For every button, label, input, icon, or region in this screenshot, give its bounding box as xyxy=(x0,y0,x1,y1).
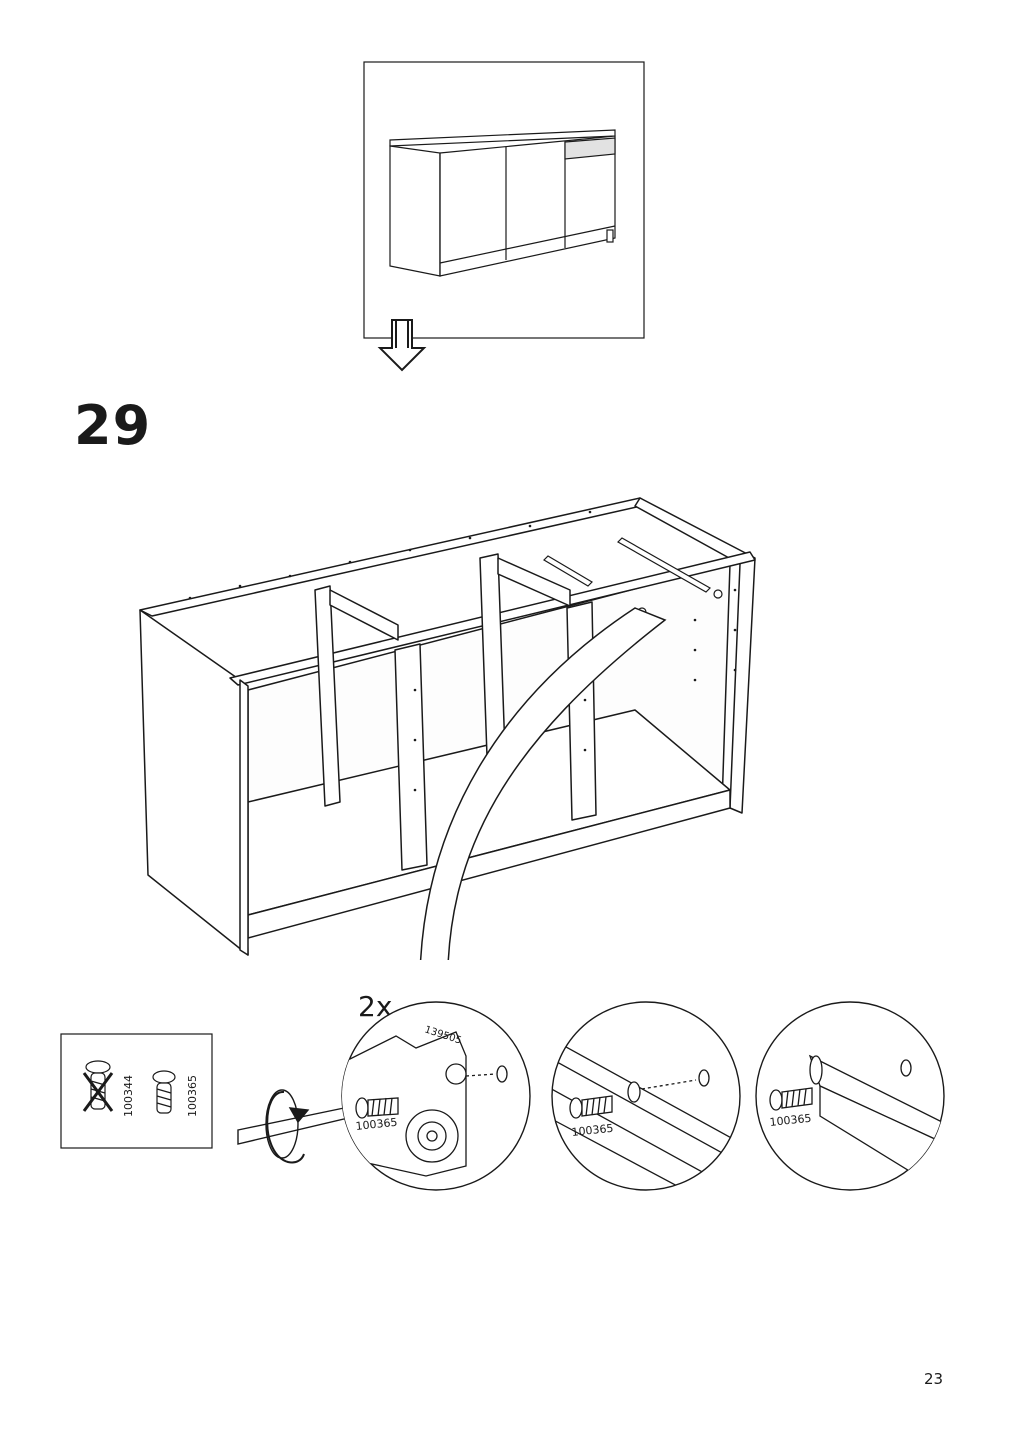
screw-icon xyxy=(152,1070,176,1114)
rotation-arrow-icon xyxy=(266,1090,305,1164)
excluded-screw-icon xyxy=(82,1060,114,1112)
cabinet-illustration xyxy=(139,497,756,960)
detail-2-screw-label: 100365 xyxy=(571,1122,614,1139)
preview-illustration xyxy=(363,61,645,372)
divider-1 xyxy=(314,585,341,807)
detail-circle-3: 100365 xyxy=(755,1001,945,1191)
detail-1-screw-label: 100365 xyxy=(355,1116,398,1133)
callout-ribbon xyxy=(419,607,667,960)
screw-100365-icon xyxy=(355,1097,399,1119)
detail-circle-2: 100365 xyxy=(551,1001,741,1191)
detail-circle-1: 139505 100365 xyxy=(341,1001,531,1191)
page-number: 23 xyxy=(924,1370,944,1388)
detail-3-screw-label: 100365 xyxy=(769,1112,812,1129)
excluded-screw-code: 100344 xyxy=(122,1075,135,1117)
finished-sideboard xyxy=(389,129,616,277)
divider-4 xyxy=(566,601,597,821)
screw-100365-icon xyxy=(769,1087,813,1111)
screw-code: 100365 xyxy=(186,1075,199,1117)
step-number: 29 xyxy=(74,394,152,457)
screw-100365-icon xyxy=(569,1095,613,1119)
divider-2 xyxy=(394,643,428,871)
parts-box: 100344 100365 xyxy=(60,1033,213,1149)
left-side-panel xyxy=(139,609,249,956)
down-arrow-icon xyxy=(377,319,427,372)
